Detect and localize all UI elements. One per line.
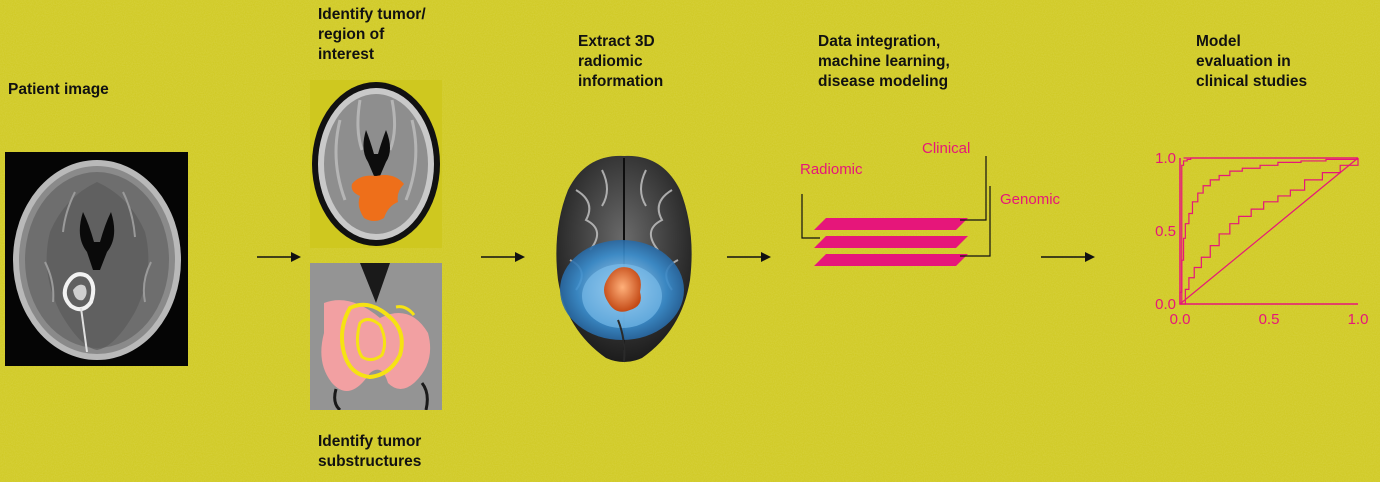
- roc-x-tick-0: 0.0: [1170, 311, 1191, 328]
- arrow-4: [1041, 251, 1095, 263]
- roc-curve-4: [1180, 158, 1358, 304]
- patient-mri-image: [5, 152, 188, 366]
- layer-slab-top: [814, 218, 968, 230]
- tumor-substructures-image: [310, 263, 442, 410]
- roc-chart: 0.00.51.00.00.51.0: [1136, 140, 1372, 340]
- layer-slab-bottom: [814, 254, 968, 266]
- tumor-roi-image: [310, 80, 442, 248]
- label-clinical: Clinical: [922, 140, 970, 157]
- label-model-evaluation: Model evaluation in clinical studies: [1196, 32, 1307, 92]
- roc-x-tick-1: 0.5: [1259, 311, 1280, 328]
- label-identify-substructures: Identify tumor substructures: [318, 432, 421, 472]
- connector-radiomic: [802, 194, 820, 238]
- label-radiomic: Radiomic: [800, 161, 863, 178]
- label-patient-image: Patient image: [8, 80, 109, 100]
- 3d-brain-render: [546, 150, 702, 368]
- roc-y-tick-1: 0.5: [1155, 223, 1176, 240]
- label-genomic: Genomic: [1000, 191, 1061, 208]
- roc-y-tick-2: 1.0: [1155, 150, 1176, 167]
- label-data-integration: Data integration, machine learning, dise…: [818, 32, 950, 92]
- arrow-3: [727, 251, 771, 263]
- connector-clinical: [960, 156, 986, 220]
- roc-tick-labels: 0.00.51.00.00.51.0: [1155, 150, 1368, 328]
- roc-curves: [1180, 158, 1358, 304]
- roc-x-tick-2: 1.0: [1348, 311, 1369, 328]
- layer-slab-middle: [814, 236, 968, 248]
- data-layers-diagram: Radiomic Clinical Genomic: [780, 130, 1100, 270]
- label-identify-tumor: Identify tumor/ region of interest: [318, 5, 426, 65]
- arrow-2: [481, 251, 525, 263]
- arrow-1: [257, 251, 301, 263]
- label-extract-3d: Extract 3D radiomic information: [578, 32, 663, 92]
